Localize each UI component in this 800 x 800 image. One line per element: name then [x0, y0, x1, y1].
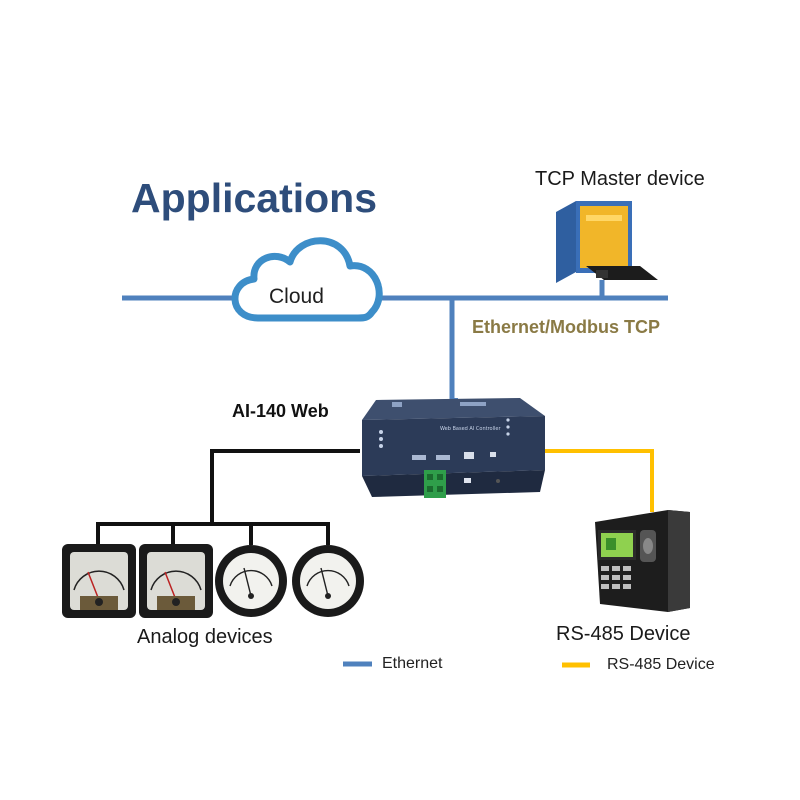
rs485-device-label: RS-485 Device [556, 623, 691, 645]
page-title: Applications [131, 175, 378, 221]
legend-rs485-label: RS-485 Device [607, 656, 715, 673]
controller-label: AI-140 Web [232, 401, 329, 421]
analog-meter-icon [139, 544, 213, 618]
analog-wiring [96, 449, 360, 545]
analog-meter-icon [62, 544, 136, 618]
cloud-icon [231, 237, 383, 322]
computer-icon [556, 201, 658, 283]
analog-meter-icon [292, 545, 364, 617]
ai-140-controller-icon: Web Based AI Controller [362, 398, 545, 498]
attendance-terminal-icon [595, 510, 690, 612]
controller-panel-text: Web Based AI Controller [440, 426, 501, 432]
network-label: Ethernet/Modbus TCP [472, 317, 660, 337]
analog-devices-label: Analog devices [137, 626, 273, 648]
rs485-wire [545, 449, 654, 512]
cloud-label: Cloud [269, 285, 324, 308]
tcp-master-label: TCP Master device [535, 168, 705, 190]
legend-ethernet-label: Ethernet [382, 655, 443, 672]
analog-meter-icon [215, 545, 287, 617]
